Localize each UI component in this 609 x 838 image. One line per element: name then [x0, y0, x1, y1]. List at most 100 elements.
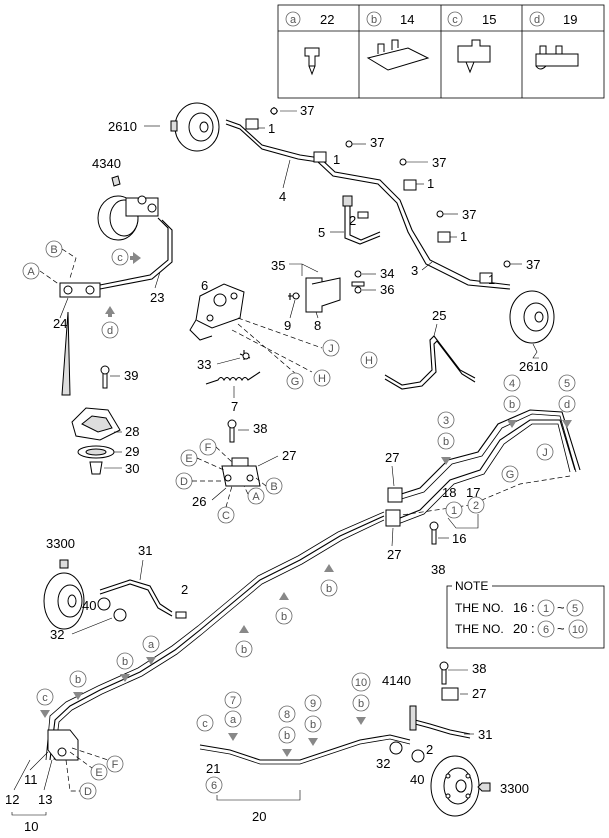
svg-text:32: 32 [376, 756, 390, 771]
circle-n2: 2 [467, 496, 485, 514]
svg-text:1: 1 [460, 229, 467, 244]
svg-text:2610: 2610 [519, 359, 548, 374]
circle-c-arrow: c [111, 248, 129, 266]
circle-G1: G [286, 372, 304, 390]
svg-text:14: 14 [400, 12, 414, 27]
svg-text:11: 11 [24, 772, 38, 787]
bolt-37-4 [436, 210, 451, 243]
legend-cell-a: a 22 [285, 11, 334, 76]
svg-text:8: 8 [284, 709, 290, 721]
svg-text:2: 2 [349, 213, 356, 228]
svg-text:38: 38 [472, 661, 486, 676]
svg-text:~: ~ [557, 600, 565, 615]
svg-text:B: B [270, 481, 277, 493]
svg-text:F: F [112, 759, 119, 771]
clip-30 [89, 461, 103, 475]
svg-text:13: 13 [38, 792, 52, 807]
circle-F1: F [199, 438, 217, 456]
circle-D1: D [175, 472, 193, 490]
svg-text:a: a [148, 639, 155, 651]
svg-text:a: a [290, 14, 297, 26]
svg-text:4140: 4140 [382, 673, 411, 688]
svg-text:31: 31 [478, 727, 492, 742]
front-right-disc [509, 290, 555, 344]
legend-cell-b: b 14 [366, 11, 430, 71]
svg-text:37: 37 [370, 135, 384, 150]
svg-text:37: 37 [462, 207, 476, 222]
junction-27c [385, 509, 401, 527]
svg-text:G: G [506, 469, 515, 481]
circle-C1: C [217, 506, 235, 524]
label-4: 4 [279, 189, 286, 204]
circle-J1: J [322, 339, 340, 357]
clip-legend-table: a 22 b 14 c 15 d 19 [277, 4, 605, 99]
svg-text:16: 16 [513, 600, 527, 615]
circle-n6: 6 [205, 776, 223, 794]
svg-text:5: 5 [572, 603, 578, 615]
svg-text:17: 17 [466, 485, 480, 500]
circle-H2: H [360, 351, 378, 369]
circle-n7: 7 [224, 691, 242, 709]
svg-text:23: 23 [150, 290, 164, 305]
svg-text:E: E [95, 767, 102, 779]
svg-text:F: F [205, 442, 212, 454]
svg-text:6: 6 [211, 780, 217, 792]
svg-text:1: 1 [451, 505, 457, 517]
spring-7 [205, 371, 261, 385]
svg-text:2: 2 [426, 742, 433, 757]
valve-24 [59, 282, 101, 298]
svg-text:6: 6 [543, 624, 549, 636]
rear-left-drum [43, 559, 85, 630]
circle-b-l1: b [116, 652, 134, 670]
circle-n4: 4 [503, 374, 521, 392]
circle-J2: J [536, 443, 554, 461]
svg-text:1: 1 [543, 603, 549, 615]
circle-B1: B [45, 240, 63, 258]
svg-text:25: 25 [432, 308, 446, 323]
circle-G2: G [501, 465, 519, 483]
svg-text:37: 37 [300, 103, 314, 118]
circle-d-arrow: d [101, 321, 119, 339]
svg-text:7: 7 [230, 695, 236, 707]
svg-text:THE NO.: THE NO. [455, 601, 504, 615]
svg-text:12: 12 [5, 792, 19, 807]
circle-n3: 3 [437, 411, 455, 429]
svg-text:27: 27 [387, 547, 401, 562]
rear-brake-pipe-main [49, 515, 385, 761]
svg-text:c: c [42, 692, 48, 704]
svg-text:20: 20 [252, 809, 266, 824]
circle-B2: B [265, 477, 283, 495]
svg-text:1: 1 [427, 176, 434, 191]
svg-text:d: d [534, 14, 540, 26]
circle-b10: b [352, 694, 370, 712]
circle-n8: 8 [278, 705, 296, 723]
svg-text::: : [531, 600, 535, 615]
svg-text:16: 16 [452, 531, 466, 546]
svg-text:29: 29 [125, 444, 139, 459]
rear-right-drum [430, 755, 480, 817]
svg-text:9: 9 [310, 698, 316, 710]
svg-text:b: b [122, 656, 128, 668]
svg-text:J: J [328, 343, 334, 355]
svg-text:38: 38 [253, 421, 267, 436]
svg-text:a: a [230, 714, 237, 726]
svg-text:18: 18 [442, 485, 456, 500]
brake-pipe-17 [394, 419, 576, 521]
brake-pipe-21 [199, 734, 411, 761]
brake-hose-31a [99, 579, 173, 613]
circle-b9: b [304, 715, 322, 733]
brake-pipe-18 [394, 409, 581, 497]
circle-b4: b [503, 395, 521, 413]
brake-pipe-4 [225, 119, 511, 286]
svg-text:THE NO.: THE NO. [455, 622, 504, 636]
clip-b-icon [366, 39, 430, 71]
circle-b3: b [437, 432, 455, 450]
svg-text:24: 24 [53, 316, 67, 331]
lever-shape [61, 311, 71, 396]
brake-hose-5 [344, 196, 381, 245]
svg-text:38: 38 [431, 562, 445, 577]
circle-F2: F [106, 755, 124, 773]
svg-text:20: 20 [513, 621, 527, 636]
circle-E1: E [180, 449, 198, 467]
svg-text:3: 3 [411, 263, 418, 278]
